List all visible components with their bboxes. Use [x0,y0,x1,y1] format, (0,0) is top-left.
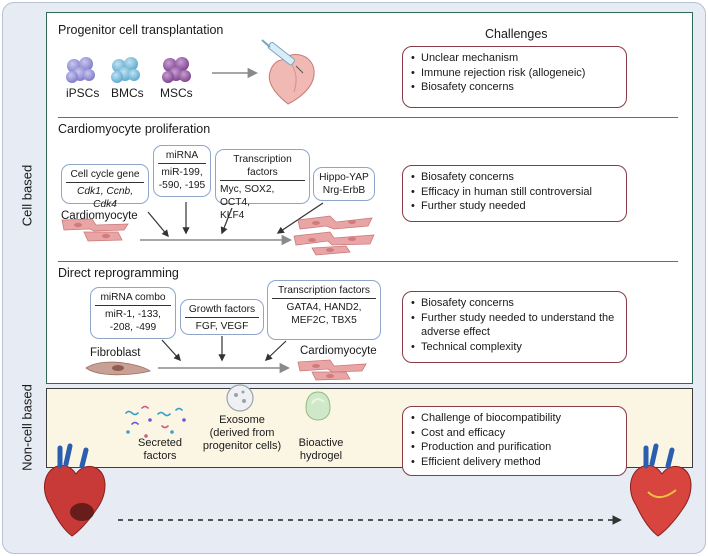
cell-cycle-gene-header: Cell cycle gene [66,168,144,183]
mirna-line1: miR-199, [161,167,203,178]
section-divider-2 [58,261,678,262]
challenge-item: Immune rejection risk (allogeneic) [411,66,618,81]
syringe-heart-icon [261,39,315,105]
reprogramming-tf-line2: MEF2C, TBX5 [291,315,357,326]
hydrogel-line1: Bioactive [298,437,344,449]
reprogramming-tf-arrow [264,340,287,361]
reprogrammed-cardiomyocyte-icon [297,359,367,381]
challenge-item: Efficacy in human still controversial [411,185,618,200]
mirna-combo-arrow [161,339,181,362]
hippo-arrow [276,202,324,234]
transcription-factors-box: Transcription factors Myc, SOX2, OCT4, K… [215,149,310,221]
cell-cycle-gene-box: Cell cycle gene Cdk1, Ccnb, Cdk4 [61,164,149,210]
challenge-item: Biosafety concerns [411,170,618,185]
challenge-item: Unclear mechanism [411,51,618,66]
exosome-label: Exosome (derived from progenitor cells) [196,414,288,453]
reprogramming-tf-header: Transcription factors [272,284,376,299]
section-divider-1 [58,117,678,118]
secreted-line2: factors [143,450,177,462]
progenitor-challenges: Unclear mechanism Immune rejection risk … [402,46,627,108]
exosome-icon [226,384,254,412]
challenge-item: Technical complexity [411,340,618,355]
secreted-factors-icon [125,405,186,438]
reprogrammed-cardiomyocyte-label: Cardiomyocyte [300,345,377,357]
reprogramming-title: Direct reprogramming [58,266,179,280]
tf-arrow [220,207,233,235]
diseased-heart-icon [43,443,106,537]
challenge-item: Further study needed to understand the a… [411,311,618,340]
reprogramming-challenges: Biosafety concerns Further study needed … [402,291,627,363]
exosome-line1: Exosome [219,414,265,426]
msc-cluster-icon [162,57,191,83]
secreted-factors-label: Secreted factors [130,437,190,463]
challenge-item: Biosafety concerns [411,80,618,95]
cell-cycle-gene-list: Cdk1, Ccnb, Cdk4 [76,186,134,210]
transcription-factors-line1: Myc, SOX2, OCT4, [220,184,275,208]
hippo-yap-line1: Hippo-YAP [319,172,369,183]
proliferation-title: Cardiomyocyte proliferation [58,122,211,136]
mirna-header: miRNA [158,149,206,164]
ipsc-cluster-icon [66,57,95,83]
cell-cycle-arrow [147,211,169,238]
fibroblast-label: Fibroblast [90,347,141,359]
hydrogel-line2: hydrogel [299,450,343,462]
mirna-combo-header: miRNA combo [95,291,171,306]
challenge-item: Production and purification [411,440,618,455]
mirna-combo-box: miRNA combo miR-1, -133, -208, -499 [90,287,176,339]
growth-factors-box: Growth factors FGF, VEGF [180,299,264,335]
fibroblast-icon [85,361,151,376]
growth-factors-header: Growth factors [185,303,259,318]
bmc-label: BMCs [111,86,144,100]
bmc-cluster-icon [111,57,140,83]
proliferation-challenges: Biosafety concerns Efficacy in human sti… [402,165,627,222]
exosome-line3: progenitor cells) [202,440,282,452]
transcription-factors-header: Transcription factors [220,153,305,181]
hippo-yap-line2: Nrg-ErbB [322,185,366,196]
hippo-yap-box: Hippo-YAP Nrg-ErbB [313,167,375,201]
growth-factors-list: FGF, VEGF [195,321,249,332]
challenge-item: Challenge of biocompatibility [411,411,618,426]
challenges-header: Challenges [485,27,548,41]
mirna-combo-line2: -208, -499 [109,322,157,333]
reprogramming-tf-line1: GATA4, HAND2, [286,302,362,313]
progenitor-title: Progenitor cell transplantation [58,23,224,37]
proliferated-cardiomyocytes-icon [293,215,375,256]
mirna-box: miRNA miR-199, -590, -195 [153,145,211,197]
challenge-item: Further study needed [411,199,618,214]
secreted-line1: Secreted [137,437,183,449]
challenge-item: Biosafety concerns [411,296,618,311]
challenge-item: Cost and efficacy [411,426,618,441]
hydrogel-label: Bioactive hydrogel [290,437,352,463]
hydrogel-icon [305,391,331,421]
healthy-heart-icon [629,443,692,537]
challenge-item: Efficient delivery method [411,455,618,470]
noncell-challenges: Challenge of biocompatibility Cost and e… [402,406,627,476]
reprogramming-tf-box: Transcription factors GATA4, HAND2, MEF2… [267,280,381,340]
mirna-line2: -590, -195 [158,180,206,191]
transcription-factors-line2: KLF4 [220,210,245,221]
cardiomyocyte-icon [61,218,129,242]
exosome-line2: (derived from [209,427,275,439]
msc-label: MSCs [160,86,193,100]
mirna-combo-line1: miR-1, -133, [104,309,162,320]
ipsc-label: iPSCs [66,86,100,100]
